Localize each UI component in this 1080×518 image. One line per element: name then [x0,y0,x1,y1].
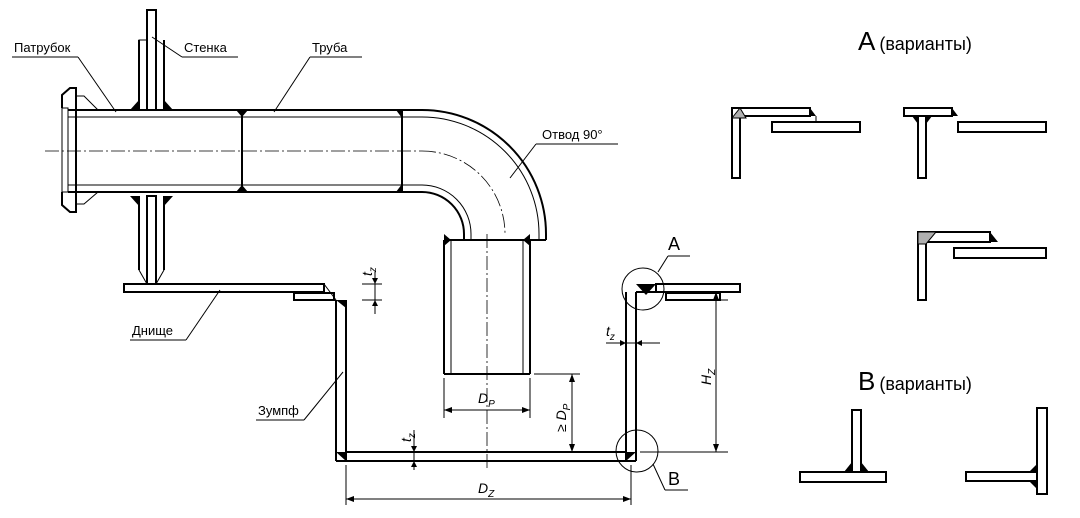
dimension-lines [345,272,728,505]
label-detail-b-marker: B [668,469,680,489]
detail-a-variant-1 [730,107,861,179]
dim-dz: DZ [478,480,495,500]
label-elbow: Отвод 90° [542,127,603,142]
detail-b-variant-1 [799,409,887,483]
label-detail-a-marker: A [668,234,680,254]
detail-b-title: B(варианты) [858,366,972,396]
detail-circles [615,255,690,491]
svg-text:tz: tz [398,433,418,442]
detail-b-variant-2 [965,407,1048,495]
label-pipe: Труба [312,40,348,55]
leader-lines [12,36,618,421]
dim-dp: DP [478,390,495,410]
elbow-90 [402,109,547,241]
bottom-plate [123,283,741,301]
label-nozzle: Патрубок [14,40,71,55]
label-sump: Зумпф [258,403,299,418]
straight-pipe [68,109,403,193]
sump [335,284,656,462]
nozzle-flange [61,87,99,213]
center-lines [45,150,506,470]
dim-tz-bottom: tz [398,433,418,442]
detail-a-variant-3 [917,231,1047,301]
detail-a-title: A(варианты) [858,26,972,56]
svg-text:≥ DP: ≥ DP [553,403,573,432]
dim-tz-right: tz [606,323,615,343]
dim-ge-dp: ≥ DP [553,403,573,432]
label-wall: Стенка [184,40,228,55]
svg-text:tz: tz [359,267,379,276]
detail-a-variant-2 [903,107,1047,179]
dim-tz-top: tz [359,267,379,276]
label-bottom: Днище [132,323,173,338]
svg-text:HZ: HZ [698,368,718,385]
wall-plate [130,9,173,285]
dim-hz: HZ [698,368,718,385]
